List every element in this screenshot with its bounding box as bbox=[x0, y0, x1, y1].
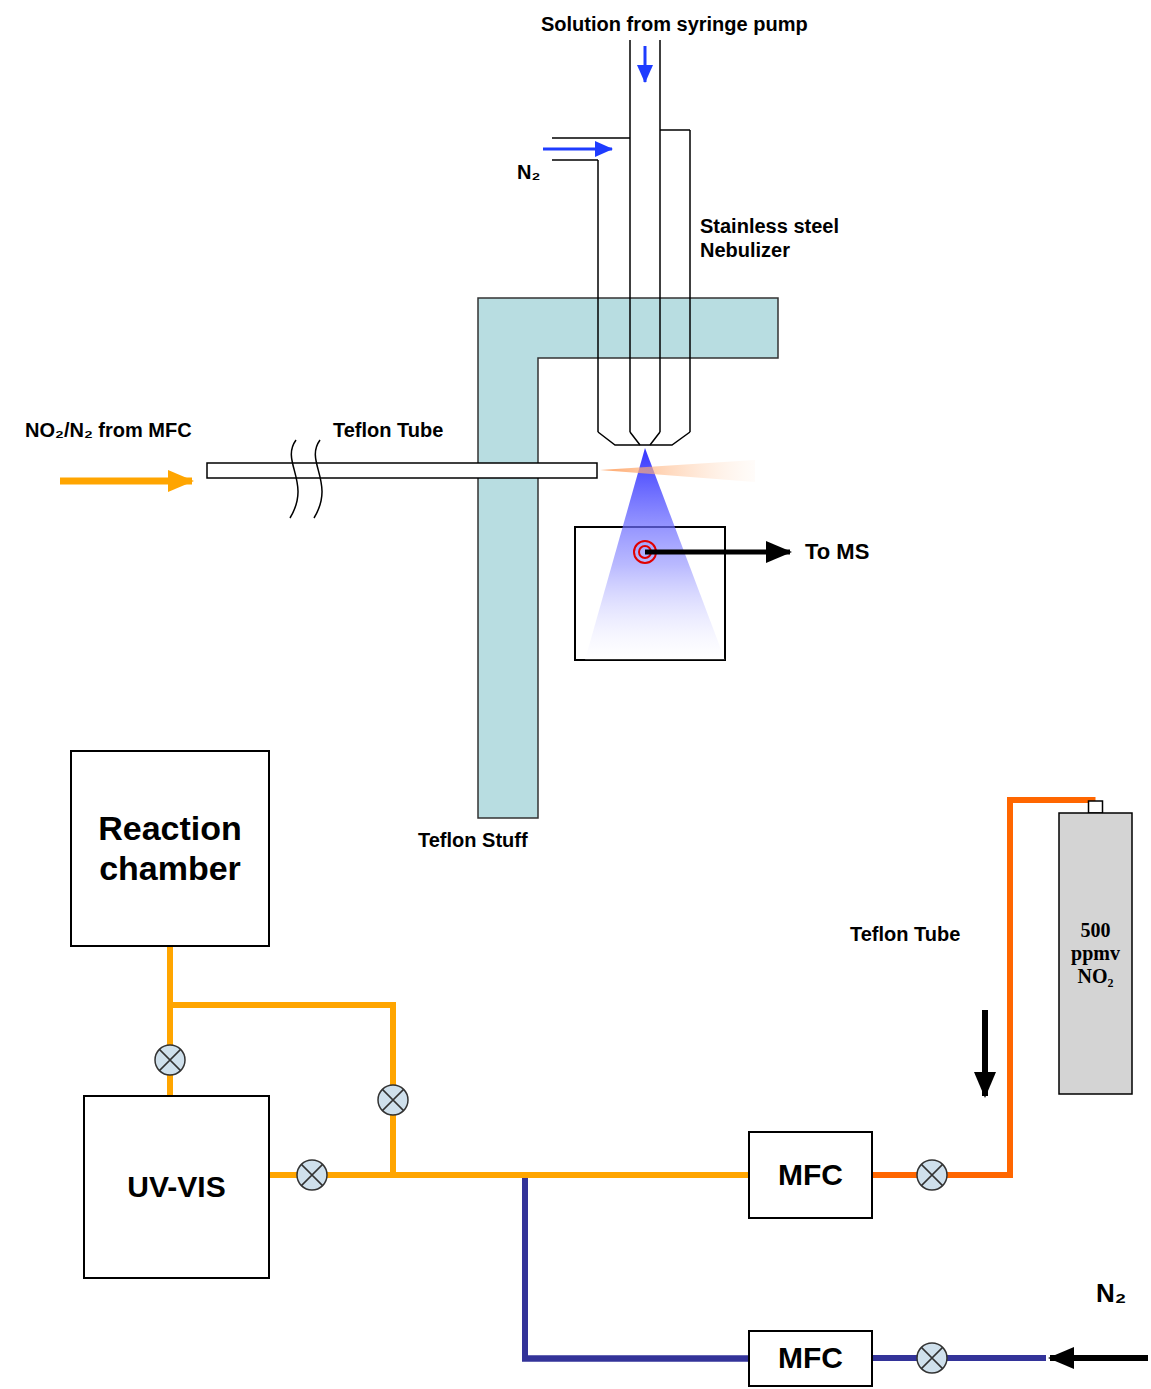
flow-direction-arrow bbox=[1050, 1355, 1148, 1361]
cylinder-outline bbox=[1059, 813, 1132, 1094]
valve-symbol bbox=[159, 1049, 180, 1070]
inlet-label: Solution from syringe pump bbox=[541, 12, 808, 36]
to-ms-arrow bbox=[645, 552, 790, 553]
node-text: 500 ppmv NO₂ bbox=[1062, 919, 1129, 988]
nebulizer bbox=[660, 129, 690, 131]
flow-arrow-blue bbox=[543, 148, 612, 151]
nebulizer bbox=[629, 40, 631, 432]
part-label: Stainless steel Nebulizer bbox=[700, 214, 890, 262]
cylinder-valve bbox=[1089, 801, 1103, 813]
nebulizer bbox=[630, 432, 660, 445]
valve-symbol bbox=[297, 1160, 327, 1190]
part-label: Teflon Tube bbox=[333, 418, 443, 442]
valve-symbol bbox=[921, 1347, 942, 1368]
node-text: Reaction chamber bbox=[78, 809, 262, 887]
gas-label: N₂ bbox=[1096, 1278, 1126, 1309]
nebulizer bbox=[597, 160, 599, 432]
nebulizer bbox=[552, 137, 630, 139]
n2-supply-line bbox=[873, 1358, 1046, 1359]
chamber-box: Reaction chamber bbox=[70, 750, 270, 947]
valve-symbol bbox=[917, 1343, 947, 1373]
node-text: UV-VIS bbox=[127, 1170, 225, 1205]
valve-symbol bbox=[155, 1045, 185, 1075]
teflon-tube bbox=[207, 440, 597, 518]
nebulizer bbox=[598, 432, 690, 445]
flow-arrow-orange bbox=[60, 478, 192, 485]
spectrometer-box: UV-VIS bbox=[83, 1095, 270, 1279]
node-text: MFC bbox=[778, 1341, 843, 1376]
nebulizer bbox=[689, 130, 691, 432]
teflon-tube bbox=[290, 440, 322, 518]
valve-symbol bbox=[378, 1085, 408, 1115]
gas-line bbox=[270, 1175, 748, 1359]
gas-label: N₂ bbox=[517, 160, 540, 184]
n2-supply-line bbox=[873, 1355, 1046, 1361]
nebulizer bbox=[659, 40, 661, 432]
valve-symbol bbox=[155, 1045, 185, 1075]
valve-symbol bbox=[297, 1160, 327, 1190]
flow-controller-box: MFC bbox=[748, 1131, 873, 1219]
flow-arrow-blue bbox=[644, 46, 647, 82]
valve-symbol bbox=[155, 1045, 947, 1373]
valve-symbol bbox=[917, 1160, 947, 1190]
to-ms-arrow bbox=[645, 550, 790, 555]
valve-symbol bbox=[301, 1164, 322, 1185]
spray-plume bbox=[600, 460, 755, 482]
outlet-label: To MS bbox=[805, 539, 869, 565]
part-label: Teflon Tube bbox=[850, 922, 960, 946]
node-text: MFC bbox=[778, 1158, 843, 1193]
valve-symbol bbox=[382, 1089, 403, 1110]
teflon-block bbox=[478, 298, 778, 818]
nebulizer bbox=[552, 159, 598, 161]
flow-arrow-blue bbox=[543, 46, 645, 149]
valve-symbol bbox=[917, 1343, 947, 1373]
flow-arrow-orange bbox=[60, 481, 192, 482]
nebulizer bbox=[552, 40, 690, 445]
part-label: Teflon Stuff bbox=[418, 828, 528, 852]
teflon-tube bbox=[207, 463, 597, 478]
flow-controller-box: MFC bbox=[748, 1330, 873, 1387]
gas-cylinder: 500 ppmv NO₂ bbox=[1058, 800, 1133, 1095]
valve-symbol bbox=[378, 1085, 408, 1115]
inlet-label: NO₂/N₂ from MFC bbox=[25, 418, 192, 442]
valve-symbol bbox=[921, 1164, 942, 1185]
flow-direction-arrow bbox=[982, 1010, 988, 1096]
teflon-block bbox=[478, 298, 778, 818]
valve-symbol bbox=[917, 1160, 947, 1190]
